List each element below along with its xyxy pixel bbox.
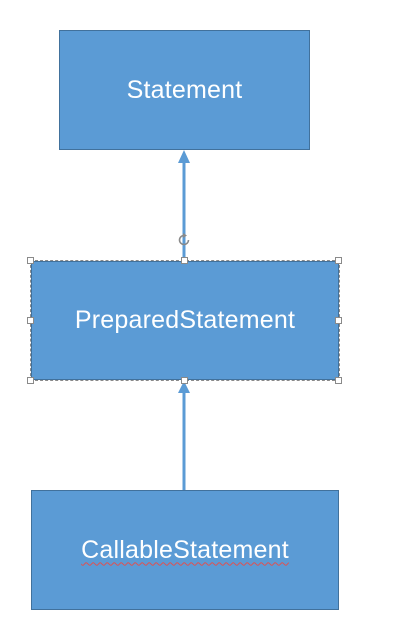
rotate-handle-icon[interactable] — [176, 232, 192, 248]
resize-handle-left[interactable] — [27, 317, 34, 324]
resize-handle-top[interactable] — [181, 257, 188, 264]
resize-handle-bottom[interactable] — [181, 377, 188, 384]
arrow-callable-to-prepared[interactable] — [178, 381, 190, 490]
resize-handle-bottom-right[interactable] — [335, 377, 342, 384]
node-callable-statement[interactable]: CallableStatement — [31, 490, 339, 610]
arrowhead-icon — [178, 381, 190, 393]
arrowhead-icon — [178, 150, 190, 163]
resize-handle-top-left[interactable] — [27, 257, 34, 264]
node-label: PreparedStatement — [74, 306, 296, 334]
node-label: CallableStatement — [81, 535, 289, 564]
resize-handle-bottom-left[interactable] — [27, 377, 34, 384]
resize-handle-right[interactable] — [335, 317, 342, 324]
node-label: Statement — [126, 75, 243, 104]
node-statement[interactable]: Statement — [59, 30, 310, 150]
node-prepared-statement[interactable]: PreparedStatement — [31, 261, 339, 380]
resize-handle-top-right[interactable] — [335, 257, 342, 264]
